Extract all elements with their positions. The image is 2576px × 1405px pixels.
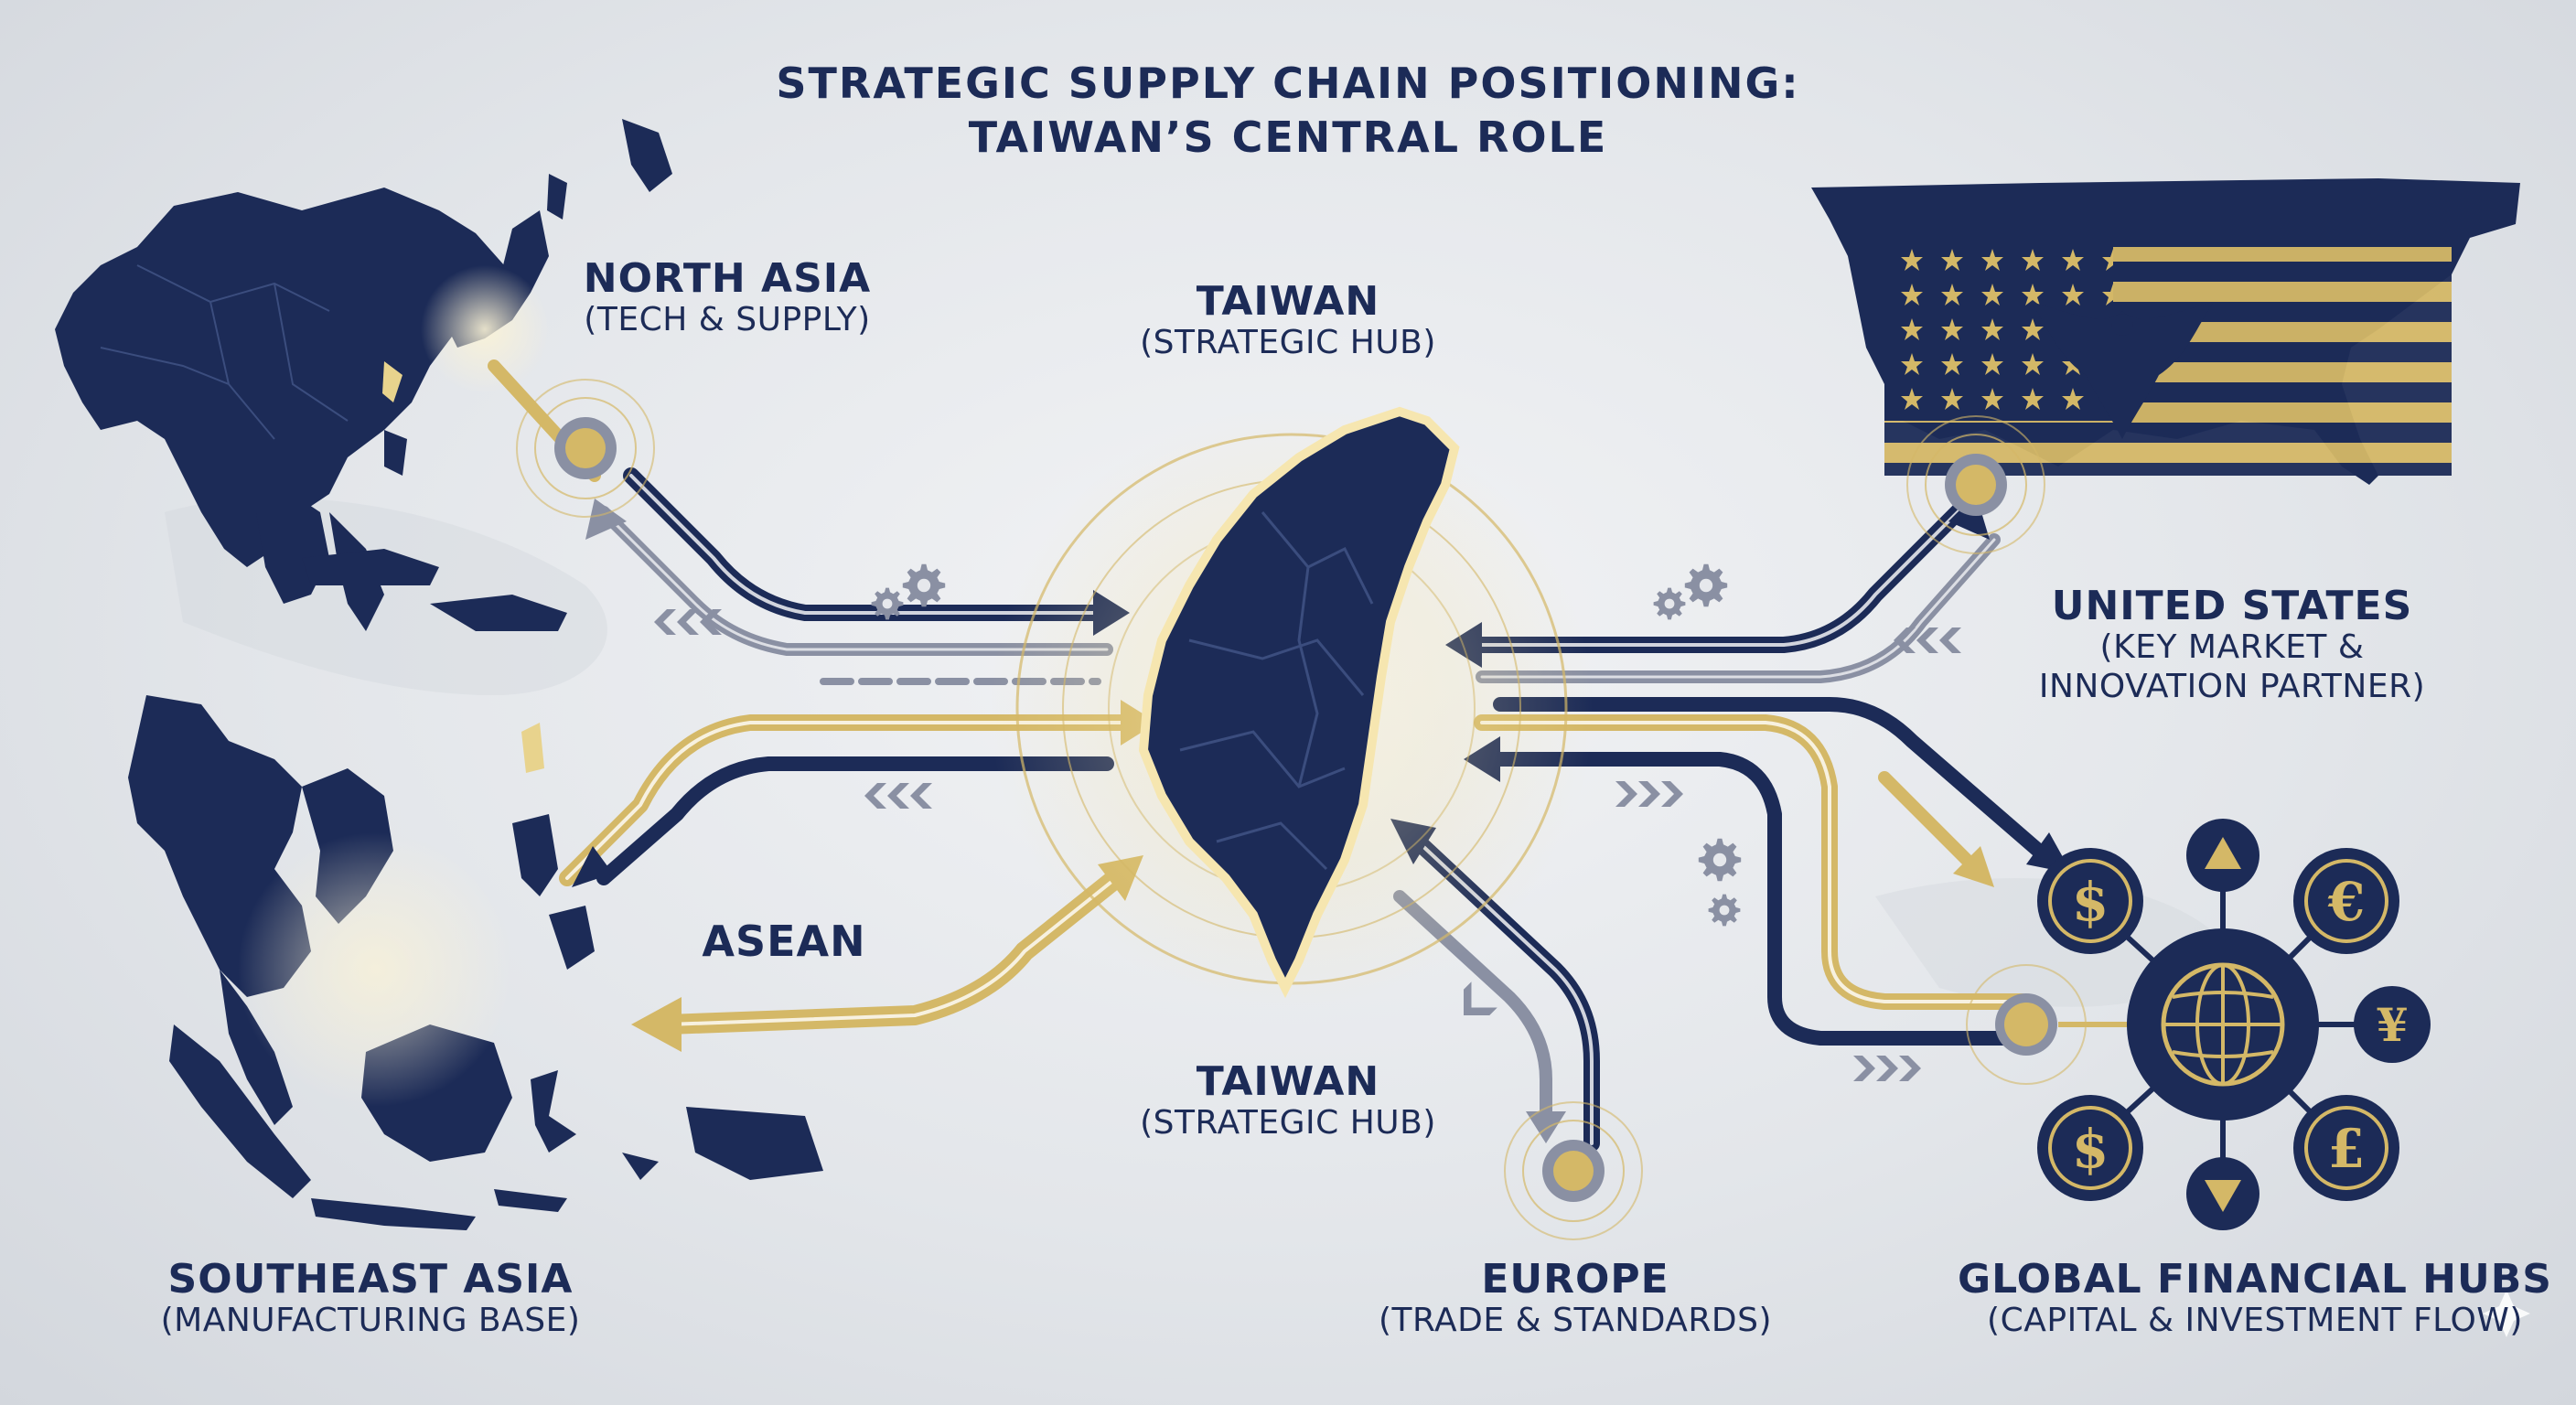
- flow-paths: [488, 359, 2056, 1152]
- flow-asean-navy: [596, 756, 1114, 885]
- taiwan-island: [1138, 406, 1460, 999]
- title-line-1: STRATEGIC SUPPLY CHAIN POSITIONING:: [776, 59, 1800, 108]
- label-taiwan-bottom: TAIWAN (STRATEGIC HUB): [1140, 1059, 1436, 1143]
- label-europe: EUROPE (TRADE & STANDARDS): [1379, 1257, 1772, 1341]
- north-asia-map: [55, 119, 672, 631]
- north-asia-name: NORTH ASIA: [583, 255, 872, 302]
- arrow-head-north-asia-grey: [585, 499, 627, 540]
- label-taiwan-top: TAIWAN (STRATEGIC HUB): [1140, 279, 1436, 363]
- dollar-icon: $: [2037, 848, 2143, 954]
- label-southeast-asia: SOUTHEAST ASIA (MANUFACTURING BASE): [161, 1257, 581, 1341]
- taiwan-top-name: TAIWAN: [1196, 278, 1380, 325]
- financial-hubs-role: (CAPITAL & INVESTMENT FLOW): [1987, 1302, 2523, 1340]
- taiwan-hub: [990, 406, 1594, 1011]
- europe-role: (TRADE & STANDARDS): [1378, 1302, 1773, 1340]
- page-title: STRATEGIC SUPPLY CHAIN POSITIONING: TAIW…: [776, 57, 1799, 165]
- arrow-head-finance-gold: [1953, 846, 1994, 887]
- label-asean: ASEAN: [702, 917, 866, 966]
- pound-icon: £: [2293, 1095, 2399, 1201]
- dollar-symbol-top: $: [2072, 871, 2109, 933]
- financial-hubs-name: GLOBAL FINANCIAL HUBS: [1958, 1256, 2552, 1303]
- globe-icon: [2127, 928, 2319, 1121]
- label-financial-hubs: GLOBAL FINANCIAL HUBS (CAPITAL & INVESTM…: [1958, 1257, 2552, 1341]
- arrow-head-to-sea: [572, 846, 613, 887]
- yen-symbol: ¥: [2377, 998, 2409, 1052]
- united-states-role-1: (KEY MARKET &: [2099, 628, 2365, 667]
- flow-europe-grey: [1393, 890, 1552, 1132]
- north-asia-role: (TECH & SUPPLY): [584, 301, 871, 339]
- southeast-asia-map: [128, 695, 823, 1230]
- flow-finance-gold-diag: [1878, 771, 1982, 875]
- yen-icon: ¥: [2354, 986, 2431, 1063]
- triangle-up-icon: [2186, 819, 2259, 892]
- southeast-asia-role: (MANUFACTURING BASE): [160, 1302, 581, 1340]
- financial-hub-cluster: $ € ¥ $ £: [2037, 819, 2431, 1230]
- united-states-map: [1811, 178, 2520, 485]
- label-united-states: UNITED STATES (KEY MARKET & INNOVATION P…: [2039, 584, 2425, 706]
- arrow-head-to-asean: [631, 997, 682, 1052]
- chevron-arrow-icon: [654, 609, 1961, 1081]
- europe-name: EUROPE: [1481, 1256, 1669, 1303]
- taiwan-top-role: (STRATEGIC HUB): [1140, 324, 1436, 362]
- node-united-states: [1906, 415, 2045, 554]
- label-north-asia: NORTH ASIA (TECH & SUPPLY): [584, 256, 871, 340]
- euro-icon: €: [2293, 848, 2399, 954]
- sparkle-icon: [2483, 1290, 2530, 1337]
- southeast-asia-name: SOUTHEAST ASIA: [167, 1256, 574, 1303]
- united-states-role-2: INNOVATION PARTNER): [2038, 667, 2426, 705]
- united-states-name: UNITED STATES: [2051, 583, 2413, 629]
- euro-symbol: €: [2327, 871, 2365, 933]
- arrow-head-europe-grey: [1526, 1111, 1566, 1143]
- flow-finance-navy-top: [1493, 697, 2056, 867]
- dollar-symbol-bottom: $: [2072, 1118, 2109, 1180]
- node-europe: [1504, 1101, 1643, 1240]
- pound-symbol: £: [2328, 1118, 2365, 1180]
- dollar-icon: $: [2037, 1095, 2143, 1201]
- taiwan-bottom-name: TAIWAN: [1196, 1058, 1380, 1105]
- title-line-2: TAIWAN’S CENTRAL ROLE: [968, 112, 1608, 162]
- flow-finance-navy: [1475, 752, 2029, 1046]
- node-north-asia: [516, 379, 655, 518]
- eagle-icon: [2031, 302, 2214, 439]
- taiwan-bottom-role: (STRATEGIC HUB): [1140, 1104, 1436, 1142]
- triangle-down-icon: [2186, 1157, 2259, 1230]
- asean-name: ASEAN: [702, 917, 866, 966]
